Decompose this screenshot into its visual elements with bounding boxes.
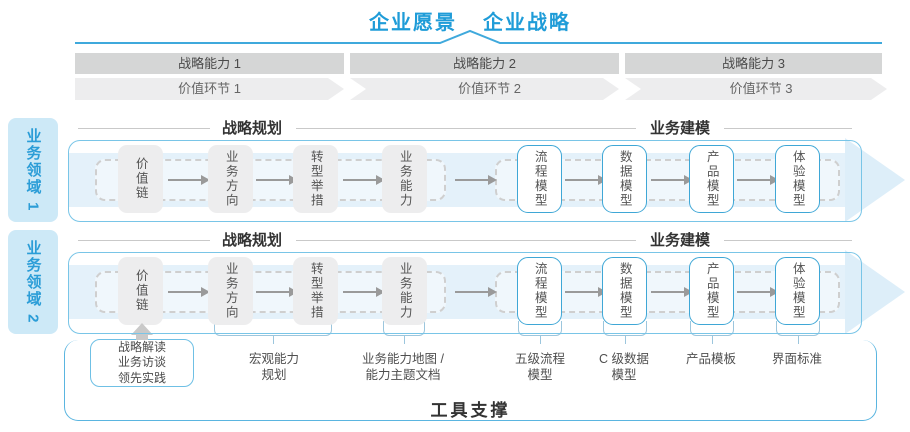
flow-arrow-icon	[168, 287, 210, 297]
flow-arrow-icon	[565, 287, 607, 297]
flow-arrow-icon	[737, 175, 779, 185]
tool-label-ui-standard: 界面标准	[771, 352, 823, 366]
node-experience-model: 体验模型	[775, 145, 820, 213]
flow-arrow-icon	[737, 287, 779, 297]
planning-section-header: 战略规划	[221, 120, 283, 137]
business-domain-row-2: 战略规划 业务建模 价值链 业务方向 转型举措 业务能力 流程模型 数据模型 产…	[68, 230, 905, 334]
strategic-capability-bar-1: 战略能力 1	[75, 53, 344, 74]
planning-section-header: 战略规划	[221, 232, 283, 249]
header-line	[296, 240, 636, 241]
tool-label-product-template: 产品模板	[685, 352, 737, 366]
bracket-connector	[690, 321, 734, 344]
flow-arrow-icon	[651, 287, 693, 297]
flow-arrow-icon	[455, 175, 497, 185]
domain-tab-2: 业务领域 2	[8, 230, 58, 334]
flow-arrow-icon	[651, 175, 693, 185]
flow-arrow-icon	[168, 175, 210, 185]
tool-label-capability-map: 业务能力地图 / 能力主题文档	[362, 352, 444, 382]
node-data-model: 数据模型	[602, 145, 647, 213]
node-experience-model: 体验模型	[775, 257, 820, 325]
modeling-section-header: 业务建模	[649, 232, 711, 249]
up-arrow-shaft	[136, 334, 148, 340]
value-link-chevron-2: 价值环节 2	[350, 78, 619, 100]
header-line	[296, 128, 636, 129]
strategic-capability-bar-2: 战略能力 2	[350, 53, 619, 74]
header-line	[78, 128, 210, 129]
flow-arrow-icon	[455, 287, 497, 297]
flow-arrow-icon	[343, 175, 385, 185]
tool-support-container	[64, 340, 877, 421]
node-data-model: 数据模型	[602, 257, 647, 325]
node-value-chain: 价值链	[118, 257, 163, 325]
flow-arrow-icon	[343, 287, 385, 297]
tool-support-title: 工具支撑	[430, 401, 511, 420]
node-business-capability: 业务能力	[382, 145, 427, 213]
header-line	[724, 128, 852, 129]
tool-label-l5-process-model: 五级流程 模型	[514, 352, 566, 382]
flow-arrow-icon	[256, 175, 298, 185]
header-line	[78, 240, 210, 241]
business-domain-row-1: 战略规划 业务建模 价值链 业务方向 转型举措 业务能力 流程模型 数据模型 产…	[68, 118, 905, 222]
strategic-capability-bar-3: 战略能力 3	[625, 53, 882, 74]
practice-note-box: 战略解读 业务访谈 领先实践	[90, 339, 194, 387]
node-transformation-initiatives: 转型举措	[293, 145, 338, 213]
flow-arrowhead-icon	[845, 138, 905, 222]
node-process-model: 流程模型	[517, 257, 562, 325]
header-line	[724, 240, 852, 241]
node-transformation-initiatives: 转型举措	[293, 257, 338, 325]
flow-arrowhead-icon	[845, 250, 905, 334]
modeling-section-header: 业务建模	[649, 120, 711, 137]
node-business-capability: 业务能力	[382, 257, 427, 325]
up-arrow-icon	[131, 323, 153, 335]
flow-arrow-icon	[565, 175, 607, 185]
domain-tab-1: 业务领域 1	[8, 118, 58, 222]
node-value-chain: 价值链	[118, 145, 163, 213]
tool-label-macro-capability-planning: 宏观能力 规划	[248, 352, 300, 382]
tool-label-c-level-data-model: C 级数据 模型	[598, 352, 650, 382]
node-business-direction: 业务方向	[208, 145, 253, 213]
bracket-connector	[603, 321, 647, 344]
strategy-title: 企业战略	[483, 12, 571, 34]
bracket-connector	[214, 321, 332, 344]
flow-arrow-icon	[256, 287, 298, 297]
vision-divider-line	[75, 29, 882, 44]
flow-container: 价值链 业务方向 转型举措 业务能力 流程模型 数据模型 产品模型 体验模型	[68, 250, 905, 334]
bracket-connector	[518, 321, 562, 344]
value-link-chevron-1: 价值环节 1	[75, 78, 344, 100]
node-process-model: 流程模型	[517, 145, 562, 213]
bracket-connector	[383, 321, 425, 344]
vision-title: 企业愿景	[369, 12, 457, 34]
node-product-model: 产品模型	[689, 257, 734, 325]
node-product-model: 产品模型	[689, 145, 734, 213]
node-business-direction: 业务方向	[208, 257, 253, 325]
page-title: 企业愿景 企业战略	[30, 6, 910, 35]
bracket-connector	[776, 321, 820, 344]
value-link-chevron-3: 价值环节 3	[625, 78, 887, 100]
flow-container: 价值链 业务方向 转型举措 业务能力 流程模型 数据模型 产品模型 体验模型	[68, 138, 905, 222]
